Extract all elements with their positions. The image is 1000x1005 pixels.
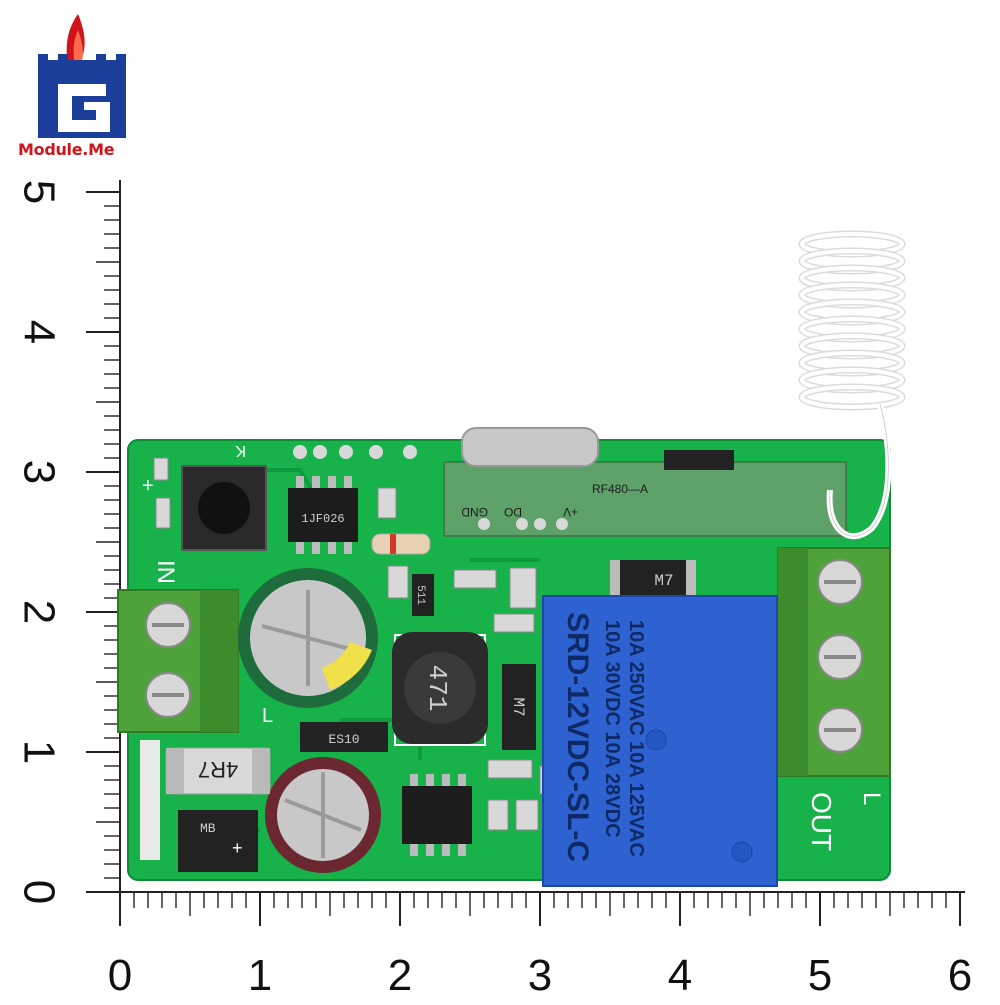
v-ruler-label: 1	[14, 740, 63, 764]
smd-inductor: 4R7	[165, 747, 271, 795]
vertical-ruler	[86, 180, 121, 893]
diode-top: M7	[610, 560, 696, 596]
ic-chip-bottom	[402, 774, 472, 856]
antenna-coil	[798, 230, 906, 411]
h-ruler-label: 3	[528, 951, 552, 1000]
diode-mid: M7	[502, 664, 536, 750]
coil-turn-highlight	[800, 385, 904, 409]
v-ruler-label: 3	[14, 460, 63, 484]
h-ruler-label: 2	[388, 951, 412, 1000]
pcb-board: 471 4R7 1JF026	[117, 427, 891, 887]
out-label: OUT	[806, 792, 837, 851]
relay-rating-ac: 10A 250VAC 10A 125VAC	[625, 620, 647, 857]
plus-label: +	[142, 475, 154, 497]
diode-top-label: M7	[654, 572, 673, 590]
bridge-label: MB	[200, 821, 216, 836]
vertical-ruler-labels: 0 1 2 3 4 5	[14, 180, 63, 904]
diode-es10: ES10	[300, 722, 388, 752]
relay-rating-dc: 10A 30VDC 10A 28VDC	[601, 620, 623, 838]
relay-model: SRD-12VDC-SL-C	[561, 612, 594, 862]
smd-inductor-label: 4R7	[198, 757, 238, 782]
in-label: IN	[152, 560, 179, 584]
h-ruler-label: 6	[948, 951, 972, 1000]
k-label: K	[235, 442, 246, 459]
ic-chip-top: 1JF026	[288, 476, 358, 554]
diode-es10-label: ES10	[328, 732, 359, 747]
rf-pin-v: +V	[563, 505, 578, 519]
relay: 10A 250VAC 10A 125VAC 10A 30VDC 10A 28VD…	[542, 595, 778, 887]
capacitor-maroon	[265, 757, 381, 873]
brand-name: Module.Me	[18, 140, 115, 159]
glass-diode	[371, 533, 431, 555]
resistor-label: 511	[414, 585, 426, 605]
ic-chip-label: 1JF026	[301, 512, 344, 526]
h-ruler-label: 1	[248, 951, 272, 1000]
h-ruler-label: 4	[668, 951, 692, 1000]
v-ruler-label: 5	[14, 180, 63, 204]
power-inductor: 471	[392, 632, 488, 744]
module-me-logo	[38, 14, 126, 138]
output-terminal-block	[777, 547, 891, 777]
out-l-label: L	[858, 792, 885, 805]
v-ruler-label: 2	[14, 600, 63, 624]
h-ruler-label: 5	[808, 951, 832, 1000]
push-button	[181, 465, 267, 551]
horizontal-ruler	[119, 891, 965, 926]
diode-mid-label: M7	[509, 697, 527, 716]
in-l-label: L	[262, 705, 273, 727]
rf-module-model: RF480—A	[592, 482, 648, 496]
bridge-rectifier: MB	[178, 810, 258, 872]
capacitor-green	[238, 568, 378, 708]
rf-pin-do: DO	[504, 505, 522, 519]
h-ruler-label: 0	[108, 951, 132, 1000]
rf-pin-gnd: GND	[461, 505, 488, 519]
bridge-plus-label: +	[232, 838, 243, 858]
rf-receiver-module: RF480—A GND DO +V	[443, 427, 847, 537]
resistor-511: 511	[412, 574, 434, 616]
input-terminal-block	[117, 589, 239, 733]
v-ruler-label: 4	[14, 320, 63, 344]
header-holes	[293, 445, 417, 459]
v-ruler-label: 0	[14, 880, 63, 904]
horizontal-ruler-labels: 0 1 2 3 4 5 6	[108, 951, 972, 1000]
smd-parts	[153, 457, 561, 831]
inductor-top-label: 471	[422, 665, 452, 712]
